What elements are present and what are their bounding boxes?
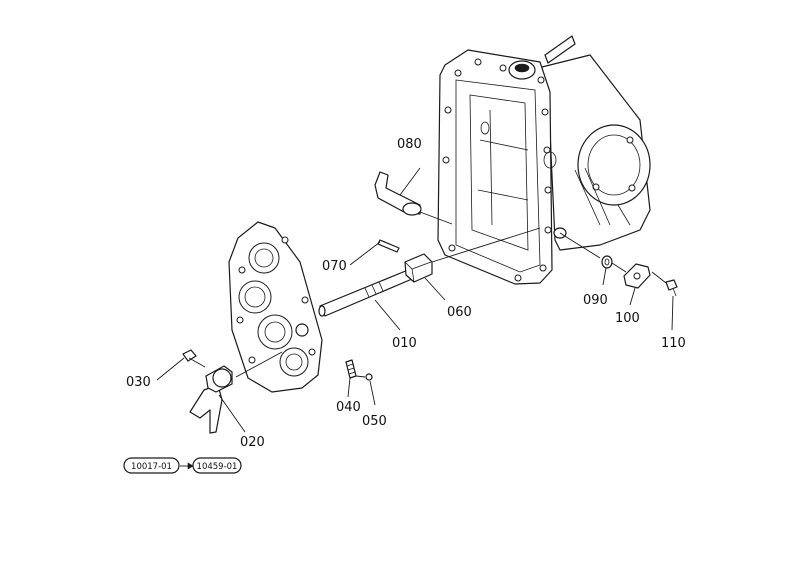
callout-010: 010 — [392, 336, 417, 351]
spring-040 — [345, 359, 357, 379]
revision-from: 10017-01 — [131, 462, 172, 472]
shift-fork-020 — [189, 365, 233, 434]
leader-lines — [156, 167, 674, 433]
shift-rod-010 — [318, 269, 413, 317]
callout-050: 050 — [362, 414, 387, 429]
gear-housing-cover — [228, 221, 323, 393]
callout-020: 020 — [240, 435, 265, 450]
callout-030: 030 — [126, 375, 151, 390]
callout-090: 090 — [583, 293, 608, 308]
ball-050 — [365, 373, 373, 381]
revision-tag: 10017-01 10459-01 — [123, 457, 242, 474]
cover-plate-100 — [623, 263, 651, 289]
shift-block-060 — [404, 253, 433, 283]
shift-lever-080 — [374, 171, 422, 216]
bolt-030 — [182, 349, 206, 368]
callout-060: 060 — [447, 305, 472, 320]
callout-040: 040 — [336, 400, 361, 415]
bolt-110 — [665, 279, 678, 297]
callout-070: 070 — [322, 259, 347, 274]
callout-100: 100 — [615, 311, 640, 326]
pin-070 — [377, 239, 400, 253]
callout-080: 080 — [397, 137, 422, 152]
callout-110: 110 — [661, 336, 686, 351]
transmission-case — [437, 35, 651, 285]
revision-to: 10459-01 — [197, 462, 238, 472]
o-ring-090 — [601, 255, 613, 269]
